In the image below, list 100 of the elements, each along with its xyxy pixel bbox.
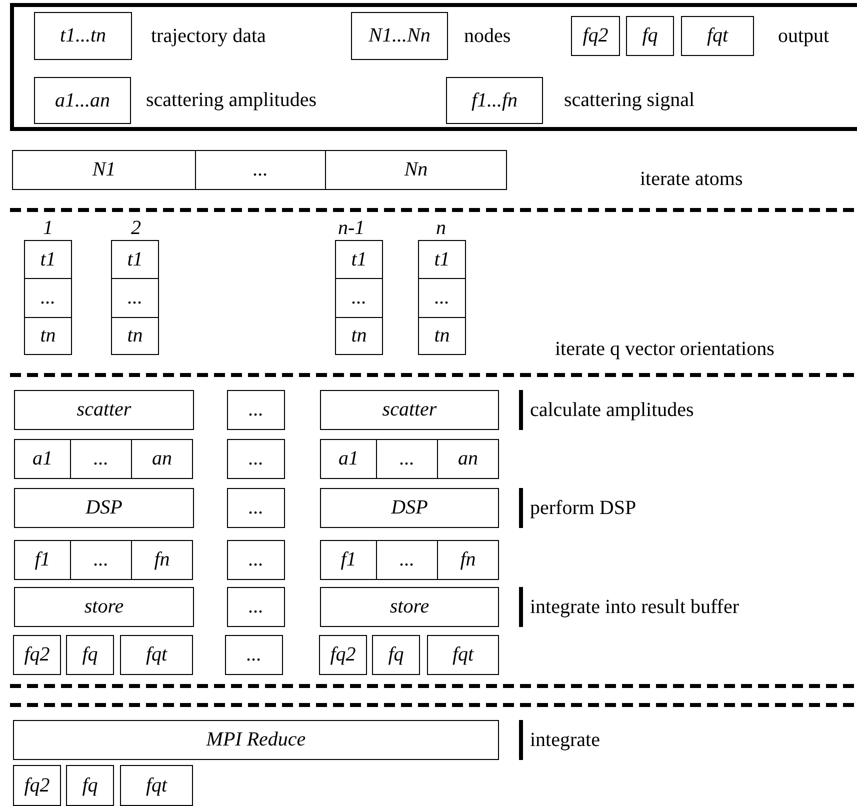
box-label: fq2 (329, 644, 357, 666)
data-box (120, 765, 193, 806)
box-label: a1...an (54, 89, 111, 112)
data-box (418, 278, 466, 318)
step-label: calculate amplitudes (519, 390, 694, 430)
legend-text: scattering signal (564, 89, 695, 112)
box-label: tn (126, 324, 144, 348)
box-label: fqt (706, 24, 730, 48)
data-box (13, 765, 61, 806)
data-box (66, 635, 114, 675)
data-box (320, 390, 499, 430)
box-label: fq (387, 644, 405, 666)
data-box (131, 540, 193, 580)
data-box (376, 540, 438, 580)
box-label: DSP (390, 496, 429, 520)
box-label: fn (153, 548, 171, 572)
box-label: DSP (84, 496, 124, 520)
data-box (335, 317, 383, 355)
data-box (14, 540, 71, 580)
column-number: n (436, 217, 446, 240)
box-label: MPI Reduce (205, 728, 307, 752)
data-box (14, 587, 194, 627)
legend-text: nodes (464, 25, 511, 48)
box-label: fqt (144, 644, 168, 666)
data-box (320, 439, 377, 479)
data-box (427, 635, 499, 675)
box-label: fqt (451, 644, 475, 666)
box-label: a1 (32, 448, 54, 470)
data-box (14, 439, 71, 479)
data-box (325, 150, 507, 190)
data-box (111, 278, 159, 318)
box-label: tn (433, 324, 451, 348)
data-box (571, 16, 620, 56)
data-box (131, 439, 193, 479)
data-box (227, 439, 285, 479)
box-label: fq (81, 774, 99, 797)
box-label: scatter (76, 398, 132, 422)
data-box (111, 317, 159, 355)
data-box (437, 540, 499, 580)
box-label: fn (459, 548, 477, 572)
box-label: t1...tn (58, 24, 108, 48)
data-box (320, 540, 377, 580)
step-label: integrate (519, 720, 600, 760)
data-box (13, 635, 61, 675)
box-label: f1 (34, 548, 52, 572)
column-number: n-1 (338, 217, 365, 240)
legend-text: trajectory data (151, 25, 266, 48)
box-label: ... (434, 286, 450, 310)
box-label: fqt (144, 774, 168, 797)
data-box (120, 635, 193, 675)
box-label: ... (248, 448, 264, 470)
legend-frame (10, 3, 857, 131)
box-label: ... (248, 548, 264, 572)
box-label: ... (246, 644, 262, 666)
box-label: t1 (350, 248, 368, 271)
data-box (14, 488, 194, 528)
box-label: Nn (403, 158, 429, 182)
box-label: ... (248, 496, 264, 520)
data-box (70, 540, 132, 580)
box-label: store (388, 596, 430, 618)
box-label: ... (350, 286, 368, 310)
box-label: ... (398, 448, 416, 470)
data-box (13, 720, 499, 760)
data-box (14, 390, 194, 430)
box-label: tn (350, 324, 368, 348)
step-label: iterate atoms (640, 168, 743, 191)
data-box (195, 150, 326, 190)
box-label: ... (248, 398, 264, 422)
column-number: 1 (43, 217, 53, 240)
box-label: ... (92, 548, 110, 572)
data-box (335, 278, 383, 318)
data-box (227, 587, 285, 627)
box-label: t1 (433, 248, 451, 271)
box-label: ... (40, 286, 56, 310)
legend-text: scattering amplitudes (146, 89, 317, 112)
box-label: t1 (126, 248, 144, 271)
box-label: store (83, 596, 125, 618)
data-box (372, 635, 420, 675)
box-label: an (457, 448, 479, 470)
box-label: N1 (91, 158, 117, 182)
data-box (626, 16, 674, 56)
box-label: fq (641, 24, 659, 48)
box-label: fq2 (23, 644, 51, 666)
data-box (437, 439, 499, 479)
data-box (24, 278, 72, 318)
box-label: ... (92, 448, 110, 470)
data-box (227, 540, 285, 580)
data-box (70, 439, 132, 479)
box-label: tn (39, 324, 57, 348)
box-label: ... (252, 158, 269, 182)
data-box (227, 488, 285, 528)
box-label: fq2 (23, 774, 51, 797)
box-label: ... (398, 548, 416, 572)
box-label: N1...Nn (368, 24, 432, 48)
box-label: fq (81, 644, 99, 666)
box-label: ... (126, 286, 144, 310)
data-box (227, 390, 285, 430)
step-label: iterate q vector orientations (555, 338, 774, 361)
box-label: scatter (381, 398, 438, 422)
data-box (12, 150, 196, 190)
